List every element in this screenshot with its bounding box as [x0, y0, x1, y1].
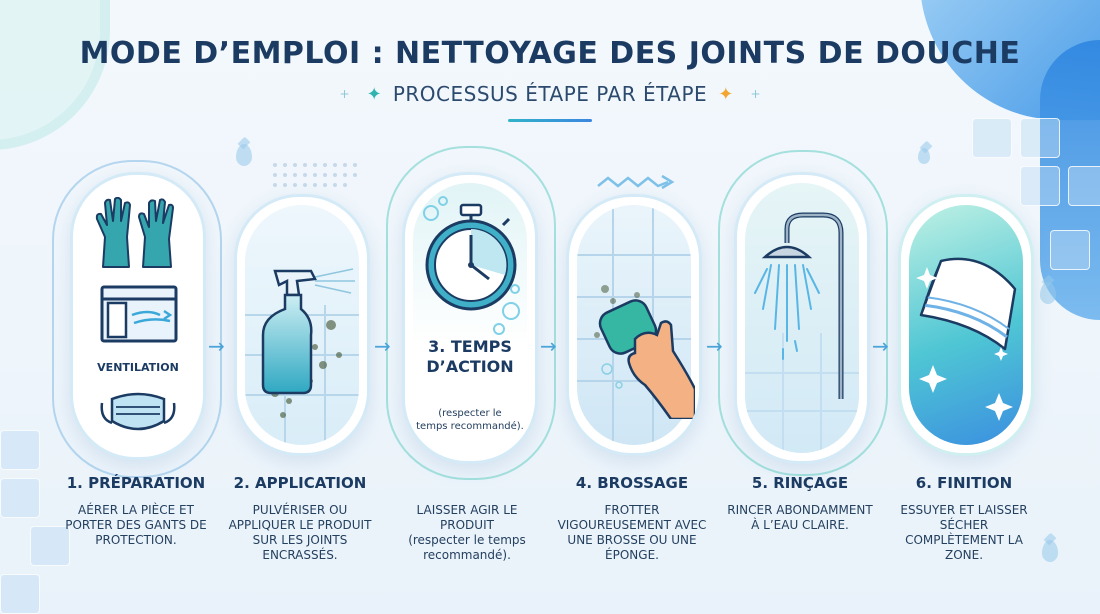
sponge-hand-icon — [598, 299, 695, 419]
step-desc-line3: (respecter le temps — [408, 533, 526, 547]
card-step-note-line1: (respecter le — [438, 408, 502, 419]
step-title-application: 2. APPLICATION — [233, 474, 367, 492]
card-halo — [52, 160, 222, 478]
step-card-preparation: VENTILATION — [70, 172, 206, 460]
water-drop-icon — [1042, 540, 1058, 562]
step-card-brossage — [566, 194, 702, 456]
card-halo — [718, 150, 888, 476]
page-title: MODE D’EMPLOI : NETTOYAGE DES JOINTS DE … — [79, 36, 1021, 71]
background-tile — [1068, 166, 1100, 206]
background-tile — [0, 430, 40, 470]
page-subtitle: PROCESSUS ÉTAPE PAR ÉTAPE — [392, 82, 708, 106]
bubbles-decoration — [423, 196, 520, 335]
step-card-finition — [898, 194, 1034, 456]
title-underline — [508, 119, 592, 122]
decorative-zigzag-arrow — [597, 174, 675, 190]
step-desc-rincage: RINCER ABONDAMMENT À L’EAU CLAIRE. — [727, 503, 873, 532]
card-step-note-line2: temps recommandé). — [416, 421, 524, 432]
subtitle-row: + ✦ PROCESSUS ÉTAPE PAR ÉTAPE ✦ + — [0, 82, 1100, 106]
arrow-right-icon: → — [706, 334, 723, 358]
step-card-rincage — [734, 172, 870, 464]
background-tile — [1050, 230, 1090, 270]
card-step-note: (respecter le temps recommandé). — [405, 407, 535, 433]
water-drop-icon — [918, 148, 930, 164]
step-desc-application: PULVÉRISER OU APPLIQUER LE PRODUIT SUR L… — [228, 503, 372, 562]
background-tile — [0, 574, 40, 614]
sparkle-icon: ✦ — [366, 83, 382, 105]
water-drop-icon — [236, 144, 252, 166]
background-tile — [0, 478, 40, 518]
step-desc-temps-action: LAISSER AGIR LE PRODUIT (respecter le te… — [392, 503, 542, 563]
background-tile — [30, 526, 70, 566]
step-title-finition: 6. FINITION — [915, 474, 1013, 492]
arrow-right-icon: → — [208, 334, 225, 358]
sparkle-icon: ✦ — [718, 83, 734, 105]
step-desc-brossage: FROTTER VIGOUREUSEMENT AVEC UNE BROSSE O… — [557, 503, 707, 562]
step-title-rincage: 5. RINÇAGE — [751, 474, 849, 492]
decorative-dot-grid — [273, 163, 357, 187]
arrow-right-icon: → — [540, 334, 557, 358]
card-step-title-line1: 3. TEMPS — [428, 337, 512, 356]
step-title-brossage: 4. BROSSAGE — [575, 474, 689, 492]
step-card-application — [234, 194, 370, 456]
background-tile — [1020, 118, 1060, 158]
step-desc-line2: PRODUIT — [440, 518, 494, 532]
card-step-title-line2: D’ACTION — [426, 357, 514, 376]
background-tile — [1020, 166, 1060, 206]
gloves-icon — [95, 197, 174, 268]
card-halo — [386, 146, 556, 480]
background-tile — [972, 118, 1012, 158]
arrow-right-icon: → — [374, 334, 391, 358]
window-icon — [100, 285, 178, 343]
sparkle-icon: + — [339, 87, 350, 101]
step-card-temps-action: 3. TEMPS D’ACTION (respecter le temps re… — [402, 172, 538, 464]
arrow-right-icon: → — [872, 334, 889, 358]
spray-bottle-icon — [261, 268, 355, 395]
water-drop-icon — [1040, 282, 1056, 304]
step-desc-preparation: AÉRER LA PIÈCE ET PORTER DES GANTS DE PR… — [65, 503, 207, 547]
sparkle-icon — [916, 267, 1013, 421]
sparkle-icon: + — [750, 87, 761, 101]
background-wave-right — [1040, 40, 1100, 320]
step-desc-line1: LAISSER AGIR LE — [416, 503, 518, 517]
ventilation-label: VENTILATION — [97, 361, 179, 374]
card-step-title: 3. TEMPS D’ACTION — [405, 337, 535, 377]
step-desc-line4: recommandé). — [423, 548, 511, 562]
shower-head-icon — [754, 212, 844, 399]
step-title-preparation: 1. PRÉPARATION — [66, 474, 206, 492]
towel-icon — [919, 257, 1017, 351]
stopwatch-icon — [425, 203, 517, 311]
step-desc-finition: ESSUYER ET LAISSER SÉCHER COMPLÈTEMENT L… — [900, 503, 1028, 562]
mask-icon — [100, 392, 176, 431]
background-wave-top-left — [0, 0, 110, 150]
